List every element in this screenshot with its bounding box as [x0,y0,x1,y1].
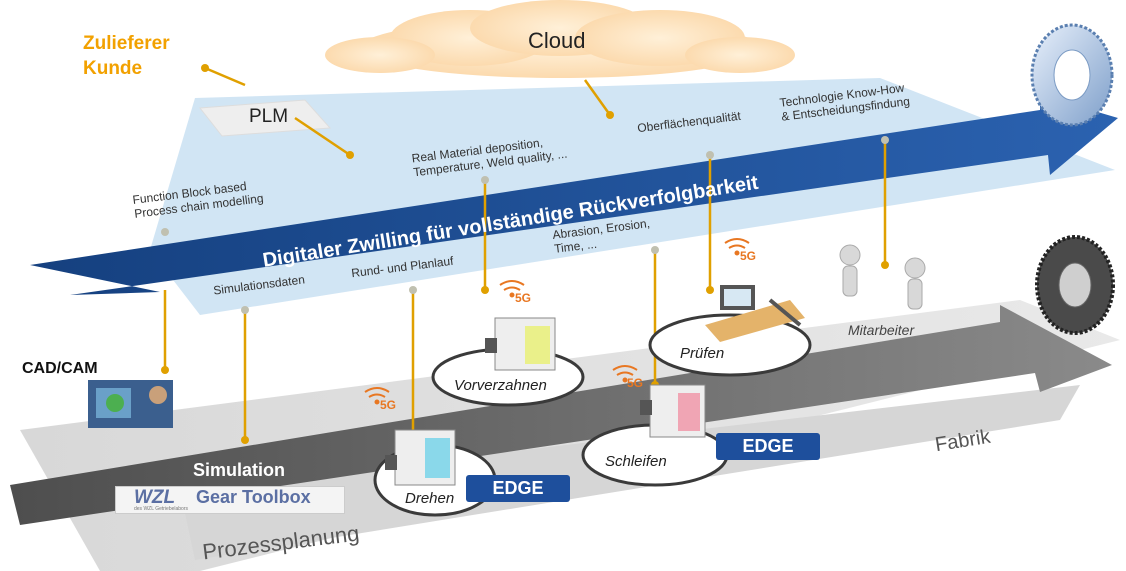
edge-badge-schleifen: EDGE [716,433,820,460]
machine-vorverzahnen [485,317,556,371]
station-label-vorverzahnen: Vorverzahnen [454,377,547,394]
g5-label-pruefen: 5G [740,249,757,263]
gear-top-icon [1030,23,1114,127]
mitarbeiter-label: Mitarbeiter [848,322,915,338]
toolbox-subtitle: des WZL Getriebelabors [134,506,189,512]
digital-twin-banner [30,95,1118,295]
customer-label: Kunde [83,58,143,79]
simulation-label: Simulation [193,460,286,480]
g5-label-schleifen: 5G [627,376,644,390]
toolbox-brand: WZL [134,487,176,508]
process-arrow [10,305,1112,525]
people-icon [839,244,926,310]
machine-drehen [385,429,456,486]
edge-badge-drehen: EDGE [466,475,570,502]
machine-pruefen [705,285,805,342]
anchor-dots [161,136,889,314]
connector-lines [163,66,887,440]
gear-toolbox-logo: WZL Gear Toolbox des WZL Getriebelabors [115,486,345,514]
station-label-schleifen: Schleifen [605,453,667,470]
g5-label-drehen: 5G [380,398,397,412]
cloud-shape [325,0,795,78]
plm-slab [199,99,332,137]
g5-icons [364,238,750,405]
cadcam-image [88,380,173,428]
station-label-pruefen: Prüfen [680,345,725,362]
cadcam-label: CAD/CAM [22,360,98,377]
toolbox-name: Gear Toolbox [196,487,311,507]
machine-schleifen [640,384,706,438]
g5-label-vorverzahnen: 5G [515,291,532,305]
station-label-drehen: Drehen [405,490,455,507]
supplier-label: Zulieferer [83,33,170,54]
gear-bottom-icon [1035,235,1115,335]
cloud-label: Cloud [528,28,586,53]
plm-label: PLM [249,106,289,127]
